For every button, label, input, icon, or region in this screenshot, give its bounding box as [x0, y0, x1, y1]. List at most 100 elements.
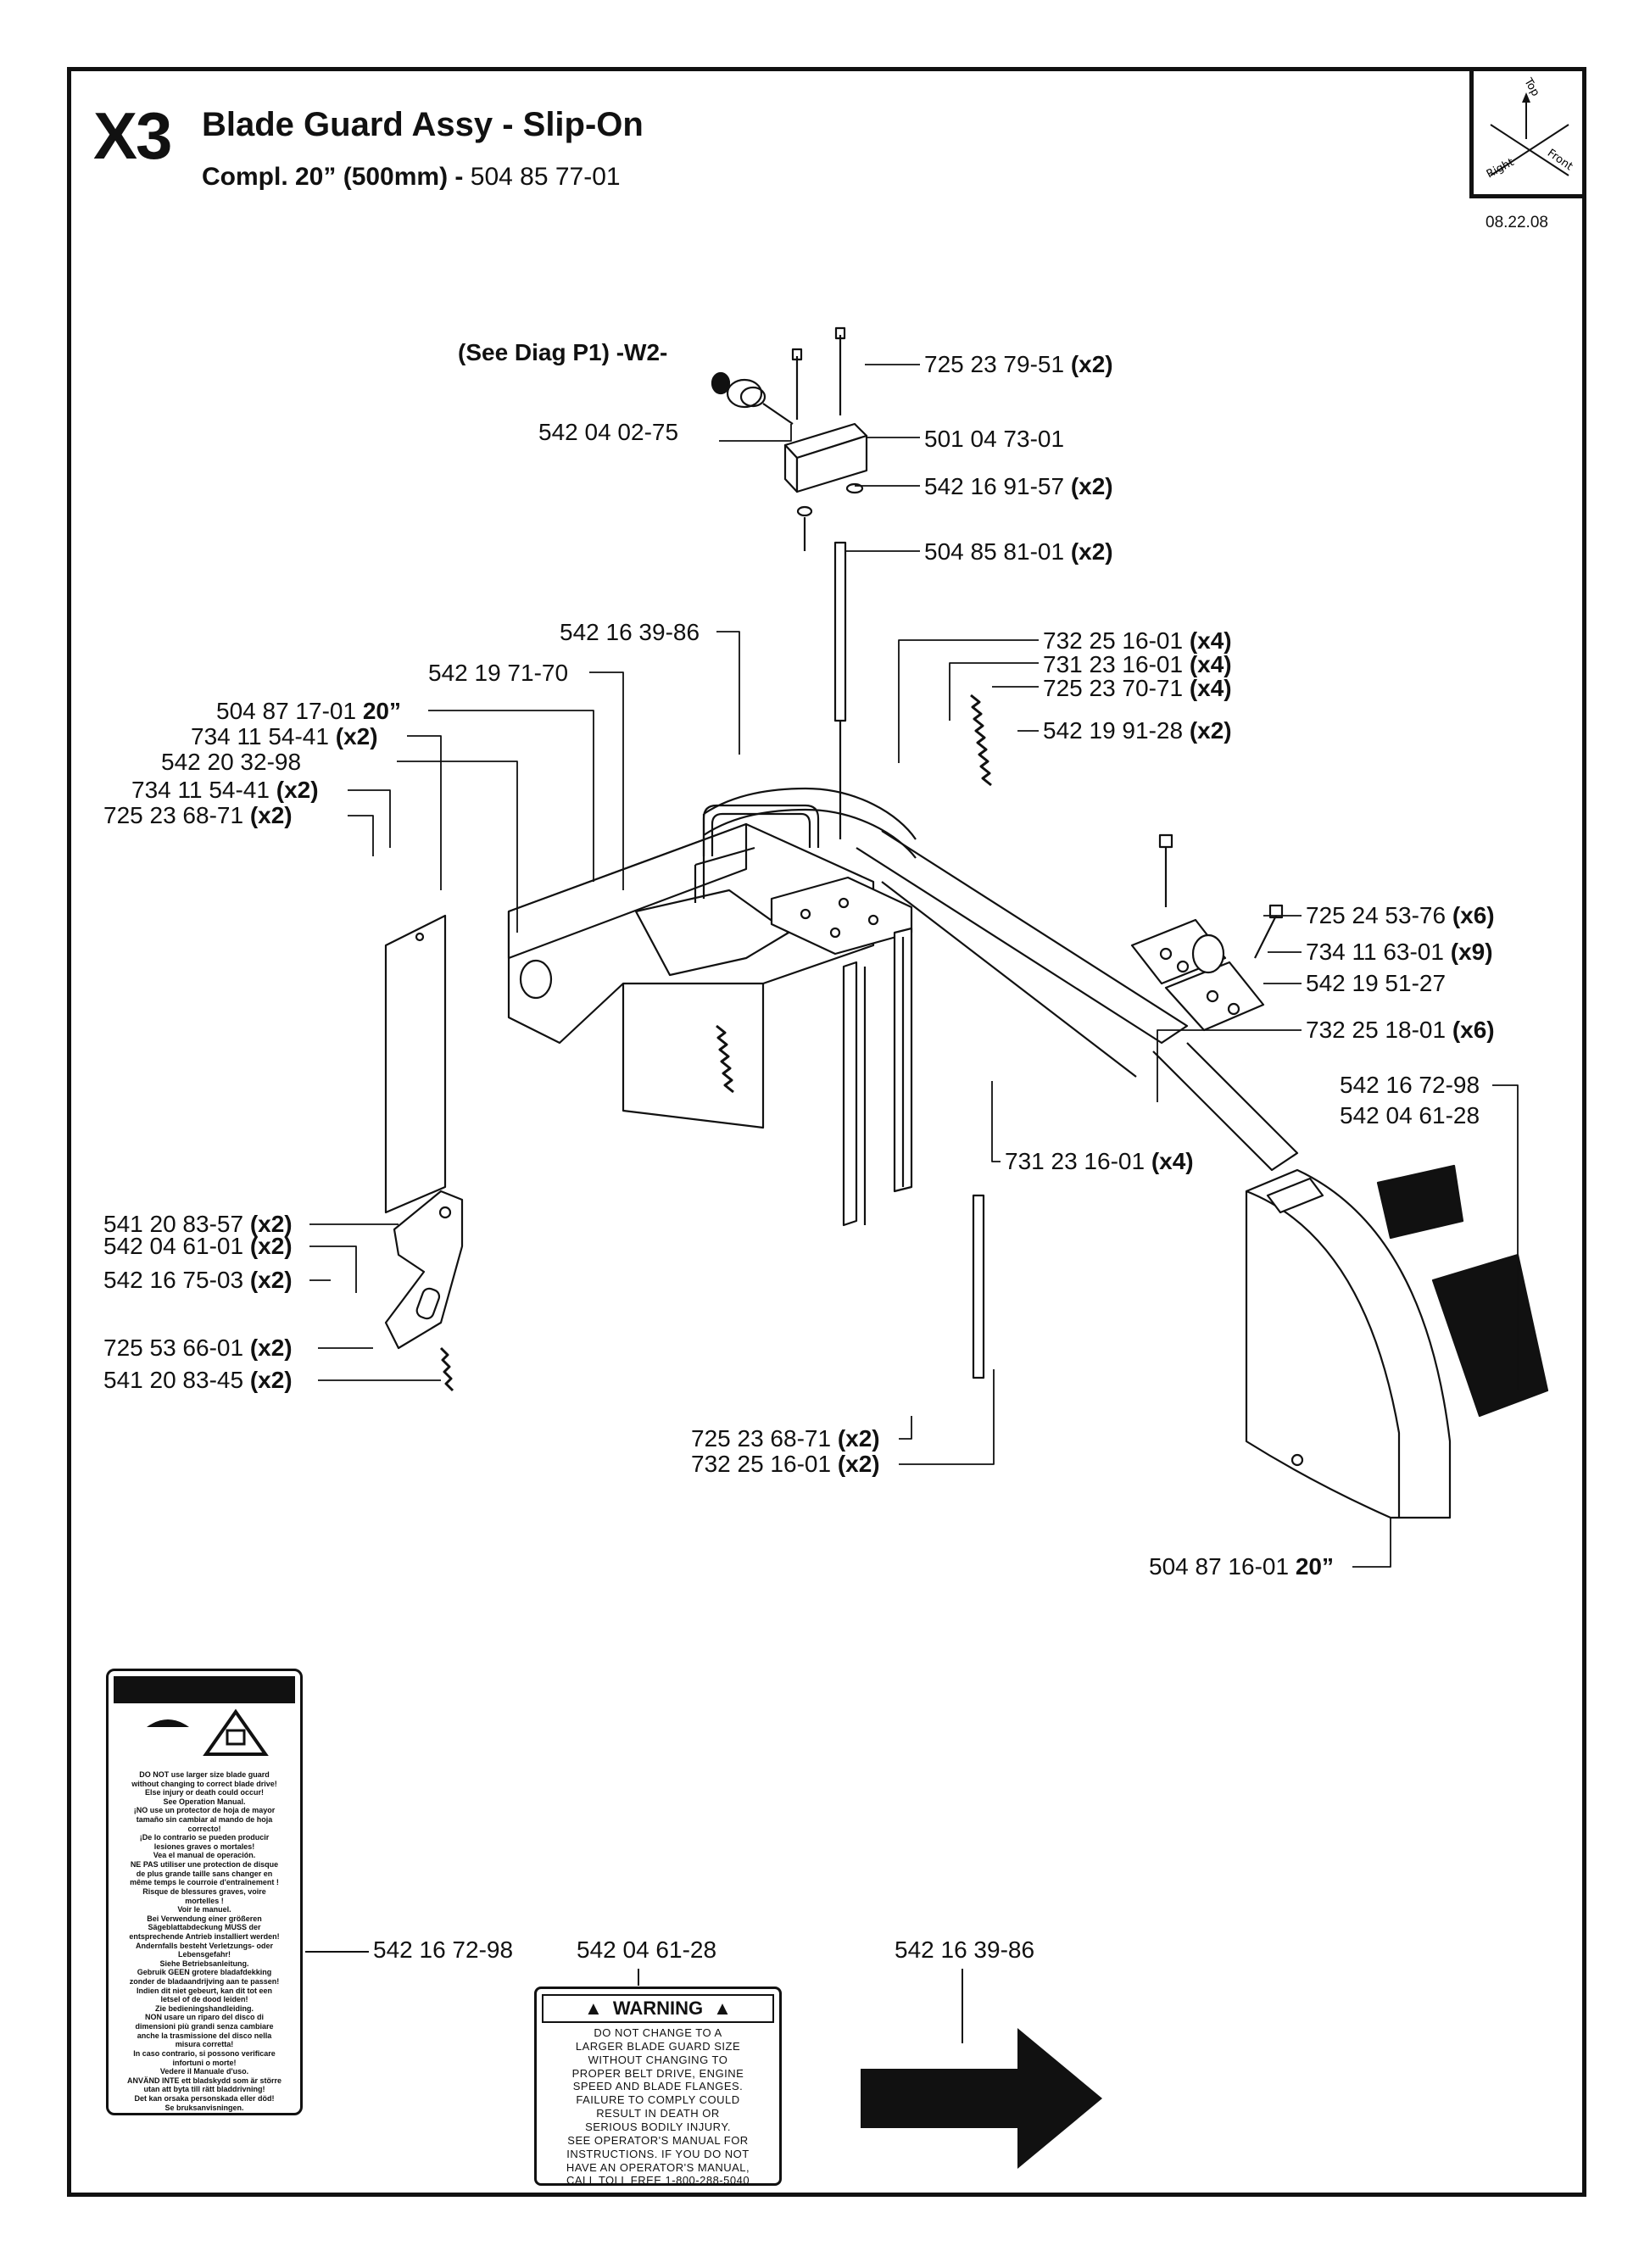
side-channels	[842, 927, 913, 1227]
warning-heading: WARNING	[612, 1998, 704, 2019]
part-number: 725 23 68-71	[691, 1425, 832, 1452]
part-number: 542 16 72-98	[1340, 1072, 1480, 1098]
callout-731-23-16-01: 731 23 16-01 (x4)	[1043, 653, 1232, 677]
callout-542-19-51-27: 542 19 51-27	[1306, 972, 1446, 995]
decal-text-line: Se bruksanvisningen.	[164, 2103, 244, 2112]
assembly-part-number: 504 85 77-01	[470, 163, 621, 191]
callout-542-04-02-75: 542 04 02-75	[538, 421, 678, 444]
clamp-block	[783, 422, 868, 493]
decal-text-line: DO NOT use larger size blade guard	[139, 1770, 270, 1779]
bottom-callout-542-16-72-98: 542 16 72-98	[373, 1938, 513, 1962]
callout-731-23-16-01-b: 731 23 16-01 (x4)	[1005, 1150, 1194, 1173]
callout-504-87-17-01: 504 87 17-01 20”	[216, 699, 401, 723]
part-number: 504 87 16-01	[1149, 1553, 1290, 1580]
part-number: 542 19 71-70	[428, 660, 569, 686]
subtitle-prefix: Compl. 20” (500mm) -	[202, 163, 464, 191]
part-number: 725 23 79-51	[924, 351, 1065, 377]
callout-542-16-39-86: 542 16 39-86	[560, 621, 700, 644]
part-number: 542 04 02-75	[538, 419, 679, 445]
quantity: (x6)	[1452, 1017, 1495, 1043]
part-number: 725 24 53-76	[1306, 902, 1447, 928]
decal-text-line: Andernfalls besteht Verletzungs- oder	[135, 1941, 274, 1950]
guard-main-body	[507, 787, 917, 1129]
part-number: 731 23 16-01	[1043, 651, 1184, 677]
quantity: (x2)	[249, 1233, 293, 1259]
size: 20”	[362, 698, 401, 724]
page-subtitle: Compl. 20” (500mm) - 504 85 77-01	[202, 163, 621, 192]
revision-date: 08.22.08	[1486, 214, 1548, 231]
bottom-callout-542-04-61-28: 542 04 61-28	[577, 1938, 716, 1962]
decal-text-line: misura corretta!	[175, 2040, 234, 2049]
quantity: (x2)	[1070, 538, 1113, 565]
part-number: 501 04 73-01	[924, 426, 1065, 452]
callout-732-25-18-01: 732 25 18-01 (x6)	[1306, 1018, 1495, 1042]
decal-text-line: Indien dit niet gebeurt, kan dit tot een	[136, 1986, 272, 1995]
handle-bar	[702, 804, 820, 856]
part-number: 734 11 63-01	[1306, 939, 1444, 965]
warning-text-line: RESULT IN DEATH OR	[596, 2107, 720, 2120]
decal-text-line: utan att byta till rätt bladdrivning!	[143, 2085, 265, 2094]
part-number: 542 16 72-98	[373, 1936, 514, 1963]
callout-725-24-53-76: 725 24 53-76 (x6)	[1306, 904, 1495, 928]
warning-text-line: SEE OPERATOR'S MANUAL FOR	[567, 2133, 749, 2147]
quantity: (x2)	[249, 1211, 293, 1237]
decal-text-line: infortuni o morte!	[172, 2058, 237, 2067]
callout-725-53-66-01: 725 53 66-01 (x2)	[103, 1336, 293, 1360]
warning-text-line: FAILURE TO COMPLY COULD	[576, 2093, 740, 2107]
decal-text-line: Det kan orsaka personskada eller död!	[134, 2093, 275, 2103]
warning-text-line: SPEED AND BLADE FLANGES.	[572, 2080, 744, 2093]
warning-text-line: WITHOUT CHANGING TO	[588, 2053, 728, 2066]
decal-text-line: Voir le manuel.	[177, 1905, 231, 1914]
decal-text-line: de plus grande taille sans changer en	[136, 1869, 273, 1878]
callout-734-11-63-01: 734 11 63-01 (x9)	[1306, 940, 1493, 964]
quantity: (x4)	[1151, 1148, 1194, 1174]
callout-734-11-54-41-b: 734 11 54-41 (x2)	[131, 778, 319, 802]
side-plate-left	[384, 914, 447, 1214]
quantity: (x2)	[1189, 717, 1232, 744]
decal-text-line: lesiones graves o mortales!	[153, 1842, 255, 1851]
decal-text-line: without changing to correct blade drive!	[131, 1779, 277, 1788]
callout-541-20-83-45: 541 20 83-45 (x2)	[103, 1368, 293, 1392]
decal-text-line: même temps le courroie d'entraînement !	[130, 1878, 279, 1887]
warning-text-line: HAVE AN OPERATOR'S MANUAL,	[566, 2160, 750, 2174]
see-diagram-note: (See Diag P1) -W2-	[458, 339, 668, 365]
arrow-decal-icon	[861, 2028, 1102, 2169]
decal-text-line: Lebensgefahr!	[177, 1950, 231, 1959]
part-number: 732 25 16-01	[1043, 627, 1184, 654]
decal-text-line: ¡De lo contrario se pueden producir	[139, 1833, 270, 1842]
callout-542-04-61-28: 542 04 61-28	[1340, 1104, 1480, 1128]
part-number: 725 23 70-71	[1043, 675, 1184, 701]
part-number: 542 16 91-57	[924, 473, 1065, 499]
part-number: 542 20 32-98	[161, 749, 302, 775]
part-number: 542 16 39-86	[895, 1936, 1035, 1963]
callout-725-23-68-71-b: 725 23 68-71 (x2)	[691, 1427, 880, 1451]
callout-542-19-71-70: 542 19 71-70	[428, 661, 568, 685]
fitting-part	[711, 371, 794, 425]
decal-text-line: Siehe Betriebsanleitung.	[159, 1959, 249, 1968]
part-number: 542 04 61-28	[577, 1936, 717, 1963]
decal-text-line: Sägeblattabdeckung MUSS der	[148, 1923, 261, 1932]
quantity: (x2)	[249, 802, 293, 828]
callout-504-85-81-01: 504 85 81-01 (x2)	[924, 540, 1113, 564]
callout-725-23-79-51: 725 23 79-51 (x2)	[924, 353, 1113, 376]
lever-arm	[384, 1190, 464, 1350]
callout-725-23-68-71-a: 725 23 68-71 (x2)	[103, 804, 293, 828]
callout-725-23-70-71: 725 23 70-71 (x4)	[1043, 677, 1232, 700]
part-number: 542 19 51-27	[1306, 970, 1447, 996]
decal-text-line: See Operation Manual.	[163, 1797, 246, 1806]
hazard-icons	[147, 1708, 269, 1756]
decal-header-bar	[114, 1676, 295, 1703]
quantity: (x4)	[1189, 627, 1232, 654]
callout-542-20-32-98: 542 20 32-98	[161, 750, 301, 774]
part-number: 734 11 54-41	[131, 777, 270, 803]
springs	[439, 694, 992, 1392]
decal-text-line: correcto!	[187, 1824, 221, 1833]
callout-542-16-91-57: 542 16 91-57 (x2)	[924, 475, 1113, 499]
page-title: Blade Guard Assy - Slip-On	[202, 106, 644, 143]
decal-text-line: Else injury or death could occur!	[144, 1788, 265, 1797]
decal-text-line: Bei Verwendung einer größeren	[147, 1914, 262, 1923]
